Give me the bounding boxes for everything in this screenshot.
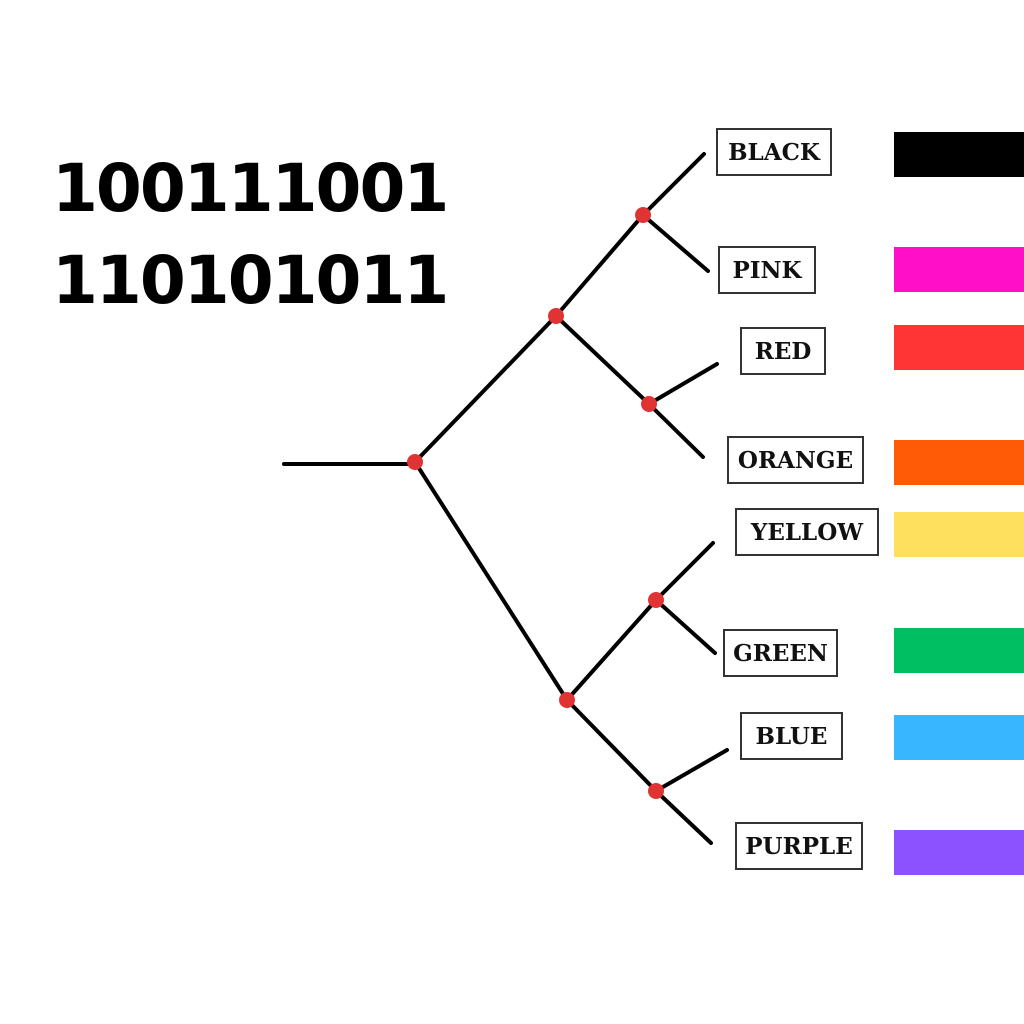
- lower-node: [559, 692, 575, 708]
- swatch-purple: [894, 830, 1024, 875]
- swatch-pink: [894, 247, 1024, 292]
- leaf-label-purple: PURPLE: [735, 822, 863, 870]
- yellow-green-node: [648, 592, 664, 608]
- swatch-black: [894, 132, 1024, 177]
- branch-lower-bottom: [565, 698, 658, 793]
- root-node: [407, 454, 423, 470]
- branch-to-yellow: [654, 541, 715, 602]
- branch-to-green: [654, 598, 717, 655]
- binary-codes: 100111001 110101011: [52, 143, 452, 327]
- red-orange-node: [641, 396, 657, 412]
- branch-to-orange: [647, 402, 705, 459]
- branch-to-red: [647, 362, 719, 406]
- branch-root-lower: [413, 460, 569, 702]
- binary-code-1: 100111001: [52, 150, 449, 227]
- black-pink-node: [635, 207, 651, 223]
- leaf-label-black: BLACK: [716, 128, 832, 176]
- swatch-red: [894, 325, 1024, 370]
- branch-lower-top: [565, 598, 658, 702]
- swatch-green: [894, 628, 1024, 673]
- branch-root-upper: [413, 314, 558, 464]
- leaf-label-red: RED: [740, 327, 826, 375]
- branch-to-blue: [654, 748, 729, 793]
- swatch-yellow: [894, 512, 1024, 557]
- branch-to-black: [641, 152, 706, 217]
- swatch-blue: [894, 715, 1024, 760]
- leaf-label-yellow: YELLOW: [735, 508, 879, 556]
- leaf-label-pink: PINK: [718, 246, 816, 294]
- swatch-orange: [894, 440, 1024, 485]
- leaf-label-orange: ORANGE: [727, 436, 864, 484]
- binary-code-2: 110101011: [52, 242, 449, 319]
- upper-node: [548, 308, 564, 324]
- branch-to-purple: [654, 789, 713, 845]
- blue-purple-node: [648, 783, 664, 799]
- branch-to-pink: [641, 213, 710, 273]
- branch-upper-top: [554, 213, 645, 318]
- leaf-label-green: GREEN: [723, 629, 838, 677]
- leaf-label-blue: BLUE: [740, 712, 843, 760]
- branch-upper-bottom: [554, 314, 651, 406]
